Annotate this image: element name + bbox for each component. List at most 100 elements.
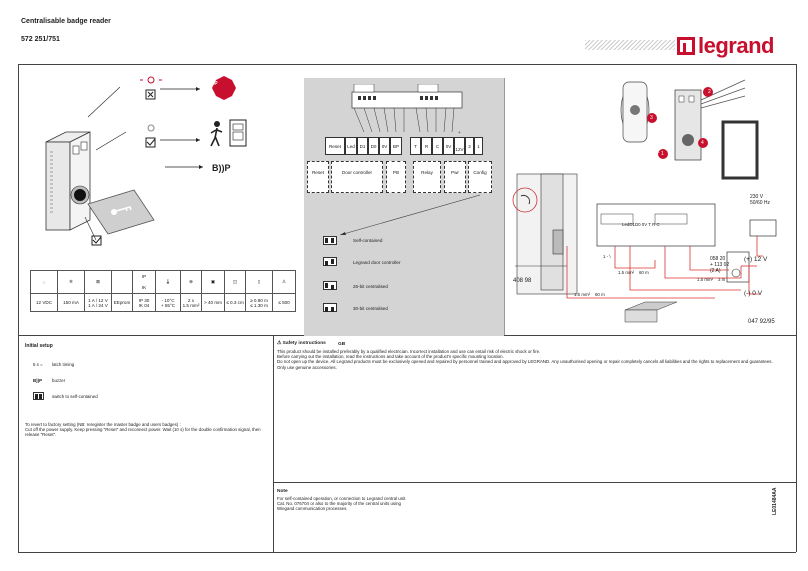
green-led-icon	[147, 124, 155, 132]
initial-setup-title: Initial setup	[25, 343, 53, 349]
frame-note-divider	[273, 482, 796, 483]
ip-ik-header: IP IK	[132, 270, 156, 294]
frame-top	[18, 64, 796, 65]
header-hatch	[585, 40, 675, 50]
terminal-r: R	[421, 137, 432, 155]
setup-text-timing: latch timing	[52, 362, 75, 367]
wire-label: 1 - \	[603, 254, 611, 259]
ik-label: IK	[141, 285, 147, 290]
cable-spec-3: 1.5 mm² 60 m	[574, 292, 605, 297]
frame-col-2	[504, 78, 505, 335]
spec-value: - 10°C + 55°C	[155, 293, 181, 312]
spec-value: ≥ 0.90 m ≤ 1.30 m	[245, 293, 273, 312]
spec-value: 150 mA	[57, 293, 85, 312]
reader-illustration	[45, 72, 247, 246]
spec-value: 1 A / 12 V 1 A / 24 V	[84, 293, 112, 312]
product-reference: 572 251/751	[21, 36, 60, 43]
depth-icon: ◫	[224, 270, 246, 294]
spec-value: 12 VDC	[30, 293, 58, 312]
config-26bit: 26-bit centralised	[353, 284, 388, 289]
bell-spec-icon: ✲	[57, 270, 85, 294]
setup-sym-buzzer: B))P	[33, 378, 43, 383]
spec-values-row: 12 VDC 150 mA 1 A / 12 V 1 A / 24 V EEpr…	[30, 293, 296, 312]
spec-value: IP 30 IK 04	[132, 293, 156, 312]
terminal-t: T	[410, 137, 421, 155]
spec-value: EEprom	[111, 293, 133, 312]
wall-box	[620, 81, 650, 143]
reader-module	[674, 89, 702, 161]
ip-label: IP	[141, 274, 147, 279]
frame-right	[796, 64, 797, 552]
spec-value: > 40 mm	[201, 293, 225, 312]
safety-language: GB	[338, 342, 346, 347]
step-1-label: 1	[661, 151, 664, 157]
terminal-1: 1	[474, 137, 483, 155]
setup-sym-timing: 5 s =	[33, 362, 43, 367]
recycle-bin-icon: ⊠	[84, 270, 112, 294]
red-led-icon	[140, 72, 162, 84]
document-title: Centralisable badge reader	[21, 18, 111, 25]
terminal-2: 2	[465, 137, 474, 155]
group-config: Config	[468, 161, 492, 193]
cable-spec-icon: ⊕	[180, 270, 202, 294]
note-title: Note	[277, 489, 288, 494]
badge-card	[87, 189, 155, 235]
group-pwr: Pwr	[444, 161, 466, 193]
spec-value: 2 x 1.5 mm²	[180, 293, 202, 312]
terminal-c: C	[432, 137, 443, 155]
dip-switch-30bit	[323, 303, 337, 312]
mounting-box-icon: ▣	[201, 270, 225, 294]
installation-diagram	[512, 79, 777, 323]
buzzer-label: B))P	[212, 163, 231, 173]
note-text: For self-contained operation, or connect…	[277, 496, 406, 512]
cable-spec-2: 1.5 mm² 3 m	[697, 277, 726, 282]
dip-switch-self-contained	[323, 236, 337, 245]
led-spec-icon: ◌	[30, 270, 58, 294]
voltage-0v: (-) 0 V	[744, 290, 763, 297]
legrand-mark-icon	[677, 37, 695, 55]
terminal-plus: +	[458, 130, 461, 135]
terminal-block-diagram	[351, 84, 463, 132]
power-230v: 230 V 50/60 Hz	[750, 194, 771, 206]
terminal-12v: +12V	[454, 130, 465, 155]
document-code: LE01484AA	[772, 487, 778, 515]
group-pb: PB	[386, 161, 406, 193]
voltage-12v: (+) 12 V	[744, 256, 768, 263]
group-relay: Relay	[413, 161, 441, 193]
part-408-98: 408 98	[513, 278, 532, 284]
step-markers	[647, 87, 713, 159]
factory-reset-text: To revert to factory setting (NB: reregi…	[25, 422, 261, 438]
cable-spec-1: 1.5 mm² 60 m	[618, 270, 649, 275]
spec-value: ≤ 0.3 cm	[224, 293, 246, 312]
dip-switch-door-controller	[323, 257, 337, 266]
safety-text: This product should be installed prefera…	[277, 349, 773, 370]
legrand-logo: legrand	[677, 33, 774, 59]
frame-left	[18, 64, 19, 552]
terminal-led: Led	[345, 137, 357, 155]
door-icon	[229, 119, 247, 147]
dip-switch-26bit	[323, 281, 337, 290]
walking-person-icon	[210, 121, 223, 147]
config-self-contained: Self-contained	[353, 238, 383, 243]
person-count-icon: ♙	[272, 270, 296, 294]
step-4-label: 4	[701, 140, 704, 146]
config-door-controller: Legrand door controller	[353, 260, 401, 265]
warning-icon: ⚠	[277, 341, 282, 346]
setup-switch-icon	[33, 392, 44, 400]
brand-name: legrand	[698, 33, 774, 58]
terminal-0v: 0V	[379, 137, 390, 155]
thermometer-icon: 🌡	[155, 270, 181, 294]
badge-reader-device	[45, 131, 91, 231]
stop-label: STOP	[204, 81, 218, 87]
config-arrow	[339, 194, 481, 236]
terminal-0v-2: 0V	[443, 137, 454, 155]
spec-value: ≤ 500	[272, 293, 296, 312]
controller-terminals: LedD1D0 0V T R C	[622, 222, 660, 227]
frame-divider-bottom	[273, 335, 274, 552]
part-047-92: 047 92/95	[748, 319, 775, 325]
frame-bottom	[18, 552, 796, 553]
safety-title: ⚠ Safety instructions	[277, 341, 326, 346]
terminal-d0: D0	[368, 137, 379, 155]
